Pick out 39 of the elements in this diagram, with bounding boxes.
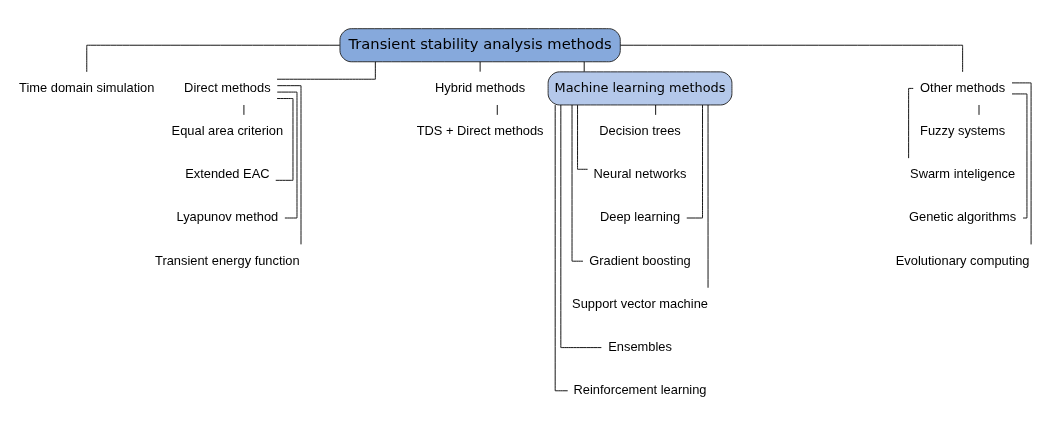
node-text: Ensembles [608, 338, 672, 354]
node-text: Transient energy function [155, 252, 300, 268]
connector [86, 44, 341, 73]
connector [275, 98, 294, 181]
node-text: Deep learning [599, 209, 681, 225]
connector [1011, 93, 1028, 219]
connector [583, 61, 585, 73]
node-text: Support vector machine [572, 295, 708, 311]
connector [276, 91, 298, 219]
connector [496, 104, 498, 116]
node-text: Genetic algorithms [909, 209, 1017, 225]
node-text: Evolutionary computing [895, 252, 1030, 268]
node-text: Other methods [920, 79, 1006, 95]
connector [276, 85, 302, 245]
node-text: Direct methods [184, 79, 271, 95]
connector [908, 87, 914, 159]
connector [686, 104, 703, 219]
connector [479, 61, 481, 73]
node-text: Lyapunov method [176, 209, 279, 225]
connector [571, 104, 584, 262]
node-text: Fuzzy systems [920, 123, 1006, 139]
node-text: Swarm inteligence [910, 166, 1016, 182]
node-text: Extended EAC [185, 166, 270, 182]
node-box: Machine learning methods [547, 71, 733, 106]
node-text: Decision trees [599, 123, 681, 139]
connector [577, 104, 589, 170]
node-text: TDS + Direct methods [416, 123, 544, 139]
node-text: Gradient boosting [589, 252, 691, 268]
node-text: Time domain simulation [19, 79, 155, 95]
connector [619, 44, 964, 73]
node-text: Hybrid methods [435, 79, 526, 95]
connector [276, 61, 376, 80]
node-text: Equal area criterion [171, 123, 284, 139]
connector [655, 104, 657, 116]
connector [560, 104, 602, 349]
node-text: Reinforcement learning [573, 382, 707, 398]
node-box: Transient stability analysis methods [339, 28, 621, 63]
connector [707, 104, 709, 289]
node-text: Neural networks [593, 166, 687, 182]
